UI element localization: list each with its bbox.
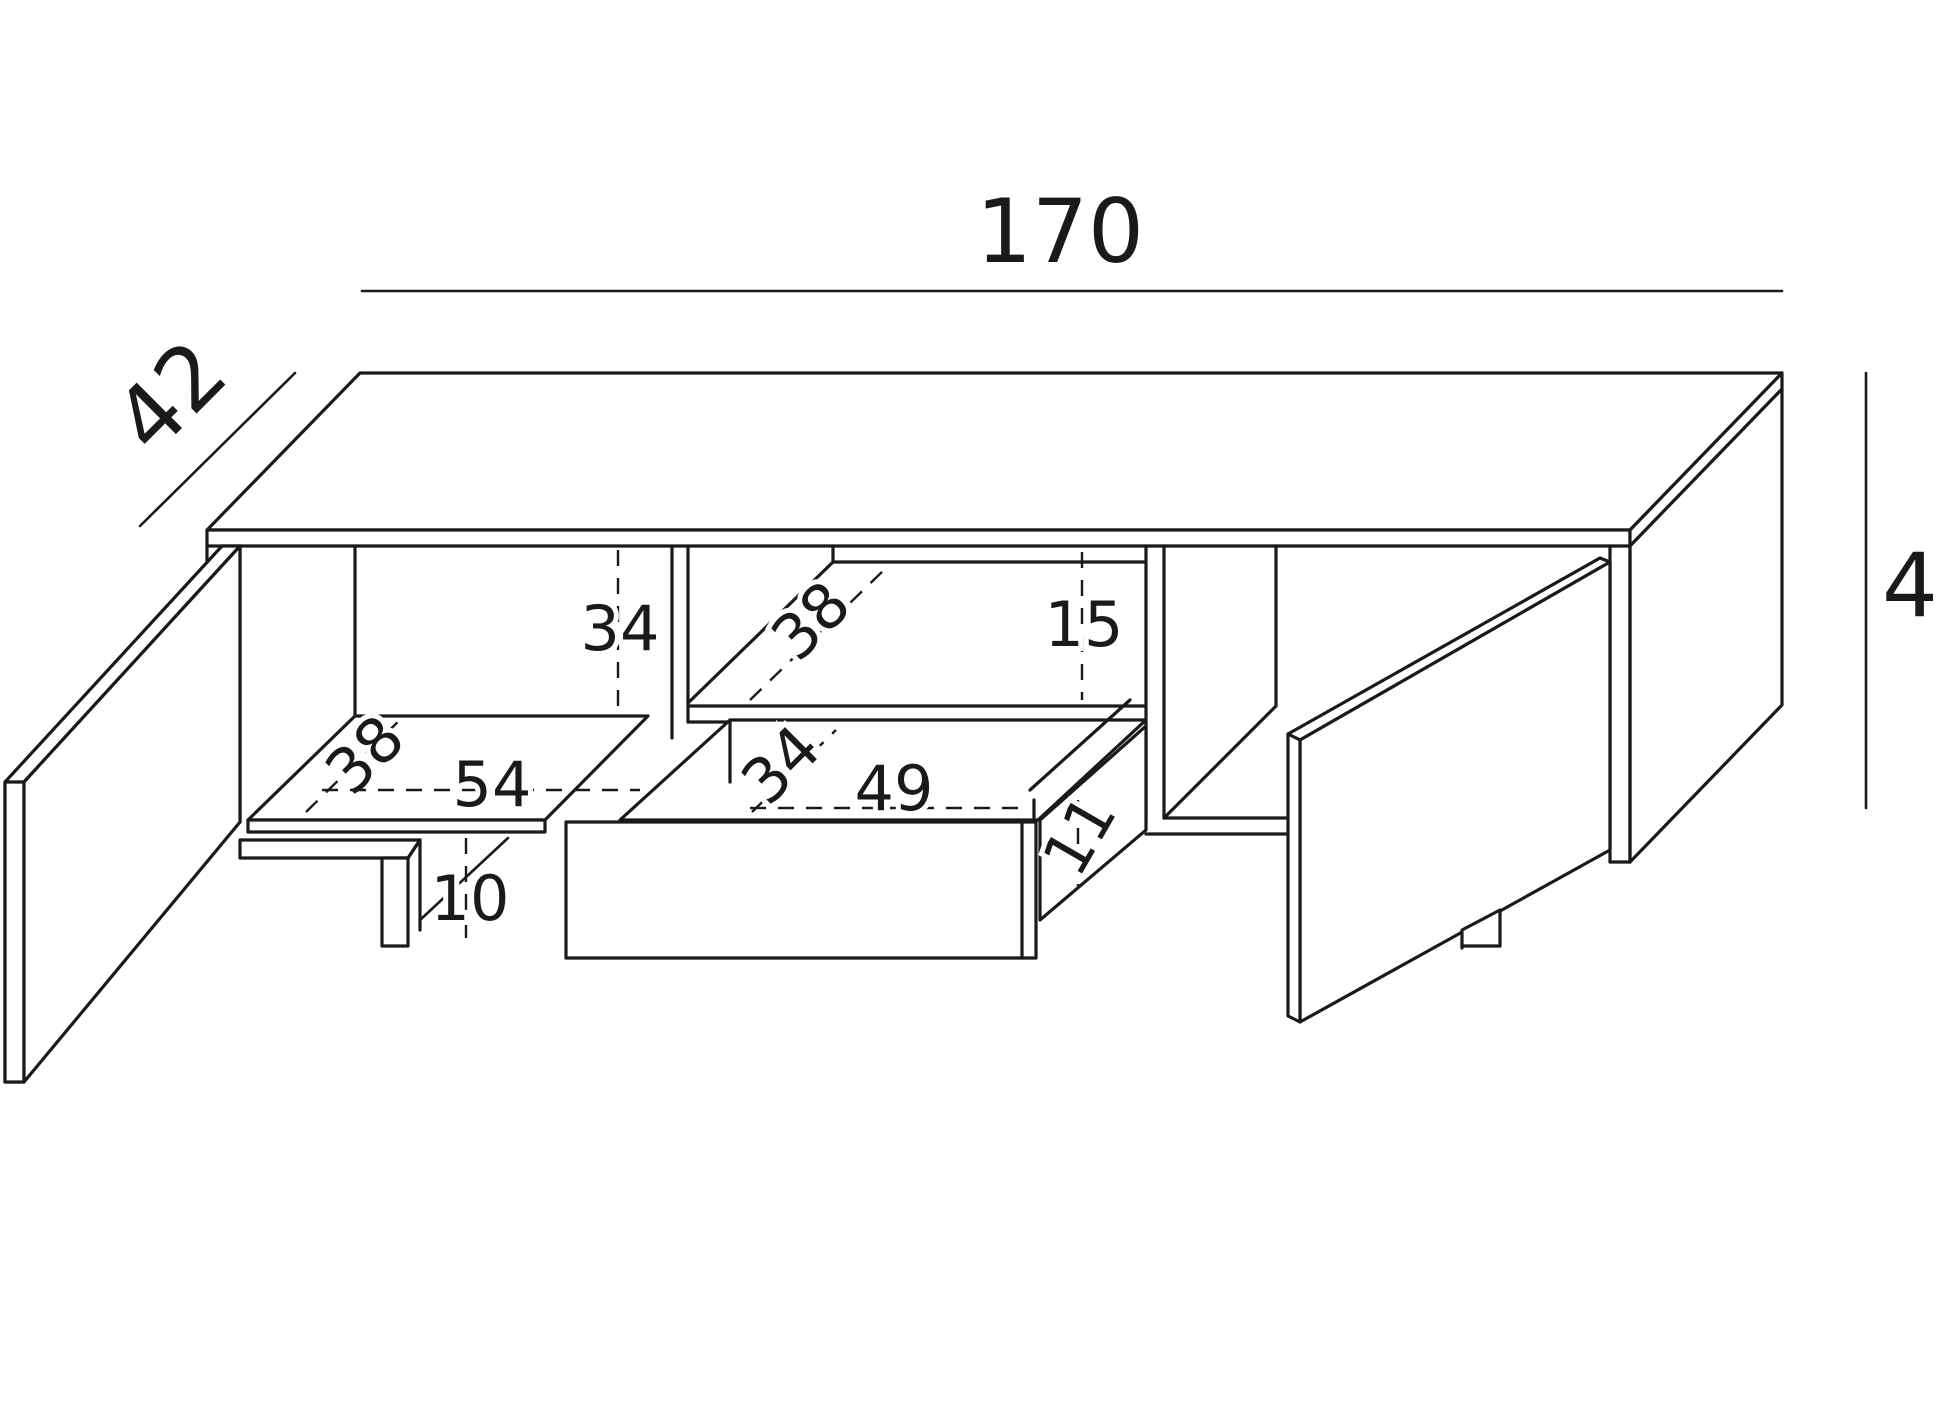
left-width-label: 54 [453, 748, 532, 821]
leg-height-label: 10 [431, 862, 510, 935]
depth-label: 42 [94, 320, 246, 472]
center-depth-dim [749, 567, 887, 701]
left-depth-dim [305, 713, 407, 813]
left-door [3, 544, 242, 1084]
left-height-label: 34 [581, 592, 660, 665]
right-door [1286, 556, 1612, 1024]
drawer [564, 698, 1148, 960]
center-depth-label: 38 [757, 567, 864, 674]
drawer-width-label: 49 [855, 752, 934, 825]
left-leg [238, 838, 422, 948]
depth-dimension-line [138, 371, 297, 528]
left-shelf [246, 714, 650, 834]
cabinet-top [205, 371, 1784, 548]
drawer-depth-dim [751, 729, 837, 813]
height-label: 48 [1882, 534, 1940, 637]
center-height-label: 15 [1045, 588, 1124, 661]
width-label: 170 [976, 180, 1144, 283]
